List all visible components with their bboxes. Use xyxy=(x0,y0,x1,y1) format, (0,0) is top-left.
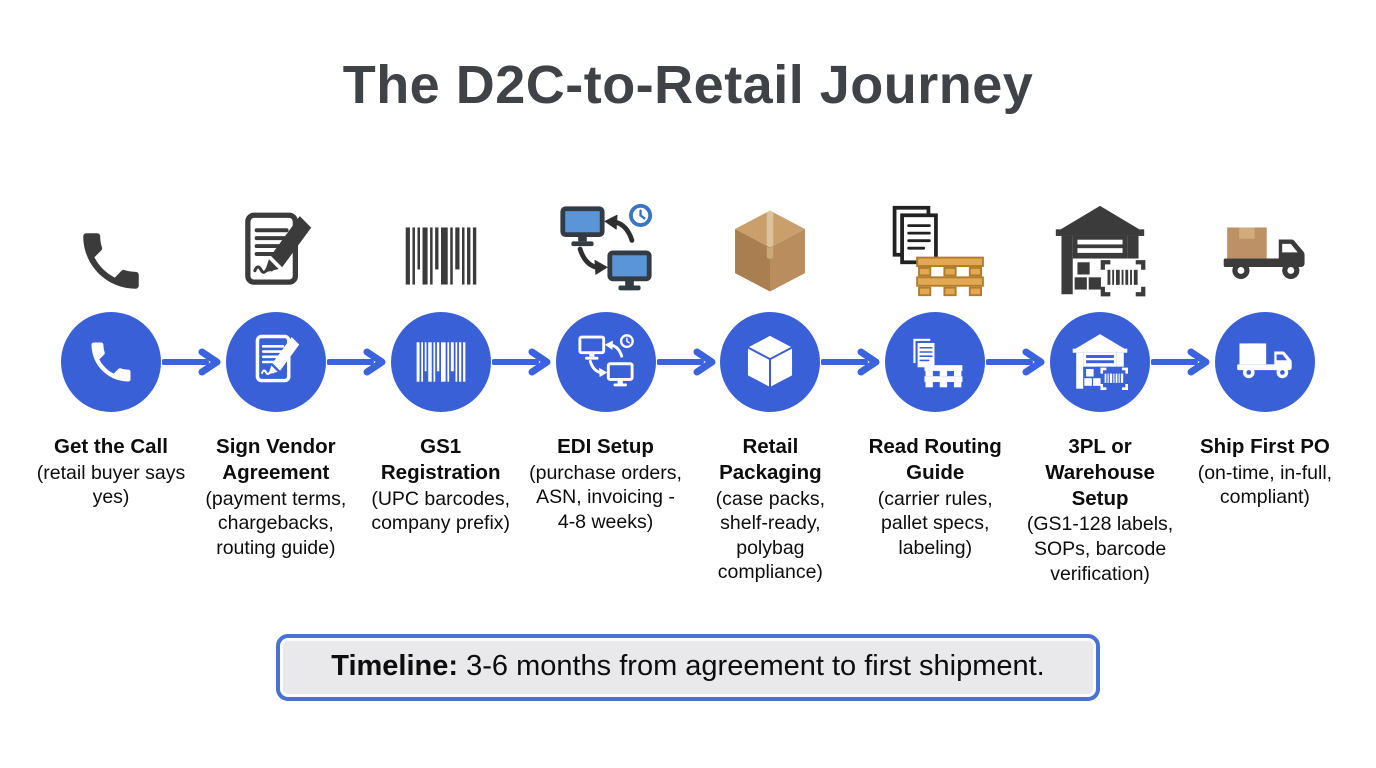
step-circle-wrap xyxy=(854,312,1016,412)
barcode-icon xyxy=(412,333,470,391)
step-description: (UPC barcodes, company prefix) xyxy=(371,487,511,535)
step-title: GS1 Registration xyxy=(380,435,501,484)
step-description: (carrier rules, pallet specs, labeling) xyxy=(877,487,993,559)
timeline-label: Timeline: xyxy=(331,650,459,683)
delivery-truck-icon xyxy=(1236,333,1294,391)
step-edi-setup: EDI Setup (purchase orders, ASN, invoici… xyxy=(525,198,687,586)
signed-contract-icon xyxy=(247,333,305,391)
step-label: Read Routing Guide (carrier rules, palle… xyxy=(855,434,1015,560)
computers-sync-icon xyxy=(577,333,635,391)
step-description: (purchase orders, ASN, invoicing - 4-8 w… xyxy=(529,461,682,533)
cardboard-box-icon xyxy=(723,198,817,298)
step-circle-wrap xyxy=(360,312,522,412)
phone-icon xyxy=(74,198,148,298)
step-retail-packaging: Retail Packaging (case packs, shelf-read… xyxy=(689,198,851,586)
step-title: Retail Packaging xyxy=(719,435,822,484)
signed-contract-icon xyxy=(232,198,320,298)
step-gs1-registration: GS1 Registration (UPC barcodes, company … xyxy=(360,198,522,586)
step-description: (payment terms, chargebacks, routing gui… xyxy=(205,487,347,559)
step-sign-vendor-agreement: Sign Vendor Agreement (payment terms, ch… xyxy=(195,198,357,586)
computers-sync-icon xyxy=(556,198,656,298)
step-label: EDI Setup (purchase orders, ASN, invoici… xyxy=(526,434,686,535)
timeline-callout: Timeline: 3-6 months from agreement to f… xyxy=(276,634,1100,702)
step-get-the-call: Get the Call (retail buyer says yes) xyxy=(30,198,192,586)
step-circle xyxy=(390,312,491,412)
step-circle-wrap xyxy=(525,312,687,412)
warehouse-icon xyxy=(1048,198,1152,298)
step-description: (on-time, in-full, compliant) xyxy=(1197,461,1333,509)
step-circle-wrap xyxy=(1019,312,1181,412)
step-circle xyxy=(1214,312,1315,412)
step-circle-wrap xyxy=(30,312,192,412)
step-label: Get the Call (retail buyer says yes) xyxy=(31,434,191,510)
step-title: Ship First PO xyxy=(1199,435,1330,458)
step-title: EDI Setup xyxy=(557,435,654,458)
step-3pl-warehouse-setup: 3PL or Warehouse Setup (GS1-128 labels, … xyxy=(1019,198,1181,586)
step-label: Retail Packaging (case packs, shelf-read… xyxy=(690,434,850,585)
step-circle xyxy=(225,312,326,412)
journey-steps-row: Get the Call (retail buyer says yes) Sig… xyxy=(30,198,1346,586)
page-title: The D2C-to-Retail Journey xyxy=(342,55,1034,115)
documents-pallet-icon xyxy=(883,198,987,298)
step-title: Read Routing Guide xyxy=(868,435,1002,484)
step-label: GS1 Registration (UPC barcodes, company … xyxy=(361,434,521,536)
cardboard-box-icon xyxy=(741,333,799,391)
step-circle xyxy=(61,312,161,412)
step-description: (GS1-128 labels, SOPs, barcode verificat… xyxy=(1026,513,1174,585)
step-circle xyxy=(1050,312,1151,412)
step-label: Sign Vendor Agreement (payment terms, ch… xyxy=(196,434,356,560)
step-title: 3PL or Warehouse Setup xyxy=(1045,435,1155,510)
step-circle xyxy=(720,312,821,412)
barcode-icon xyxy=(395,198,487,298)
delivery-truck-icon xyxy=(1217,198,1313,298)
step-label: 3PL or Warehouse Setup (GS1-128 labels, … xyxy=(1020,434,1180,586)
step-read-routing-guide: Read Routing Guide (carrier rules, palle… xyxy=(854,198,1016,586)
step-description: (case packs, shelf-ready, polybag compli… xyxy=(715,487,826,584)
step-label: Ship First PO (on-time, in-full, complia… xyxy=(1185,434,1345,510)
step-circle-wrap xyxy=(1184,312,1346,412)
step-circle xyxy=(885,312,986,412)
timeline-text: 3-6 months from agreement to first shipm… xyxy=(458,650,1045,683)
step-circle-wrap xyxy=(195,312,357,412)
step-ship-first-po: Ship First PO (on-time, in-full, complia… xyxy=(1184,198,1346,586)
step-circle xyxy=(555,312,656,412)
warehouse-icon xyxy=(1071,333,1129,391)
step-title: Sign Vendor Agreement xyxy=(216,435,336,484)
documents-pallet-icon xyxy=(906,333,964,391)
step-title: Get the Call xyxy=(54,435,168,458)
step-circle-wrap xyxy=(689,312,851,412)
step-description: (retail buyer says yes) xyxy=(36,461,186,509)
phone-icon xyxy=(85,336,137,388)
